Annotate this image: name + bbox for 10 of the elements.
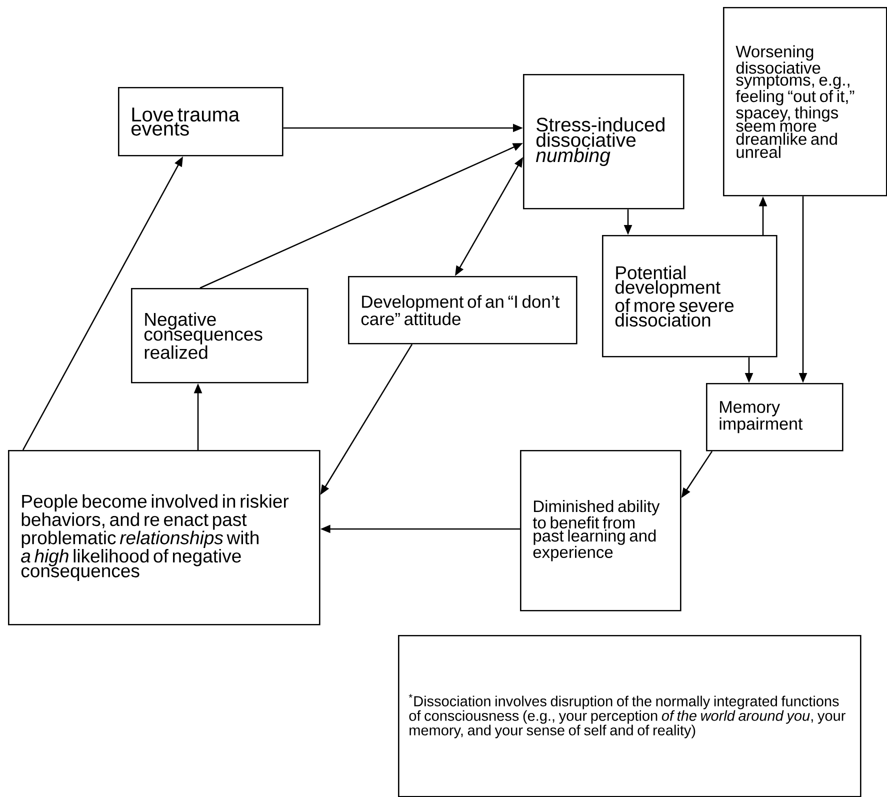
process-box: Diminished ability to benefit from past learning and experience [520, 450, 682, 612]
process-box: Worsening dissociative symptoms, e.g., feeling “out of it,” spacey, things seem more dreamlike and unreal [723, 7, 887, 196]
process-box: Love trauma events [118, 87, 284, 156]
process-box: Memory impairment [706, 383, 844, 452]
process-box: Potential development of more severe dissociation [602, 235, 778, 358]
process-box: People become involved in riskier behaviors, and re enact past problematic relationships with a high likelihood of negative consequences [8, 450, 320, 626]
note-box: $^{*}$Dissociation involves disruption of the normally integrated functions of consciousness (e.g., your perception of the world around you, your memory, and your sense of self and of reality) [398, 635, 862, 797]
process-box: Negative consequences realized [131, 288, 308, 384]
process-box: Development of an “I don’t care” attitude [348, 276, 578, 344]
process-box: Stress-induced dissociative numbing [523, 74, 684, 210]
